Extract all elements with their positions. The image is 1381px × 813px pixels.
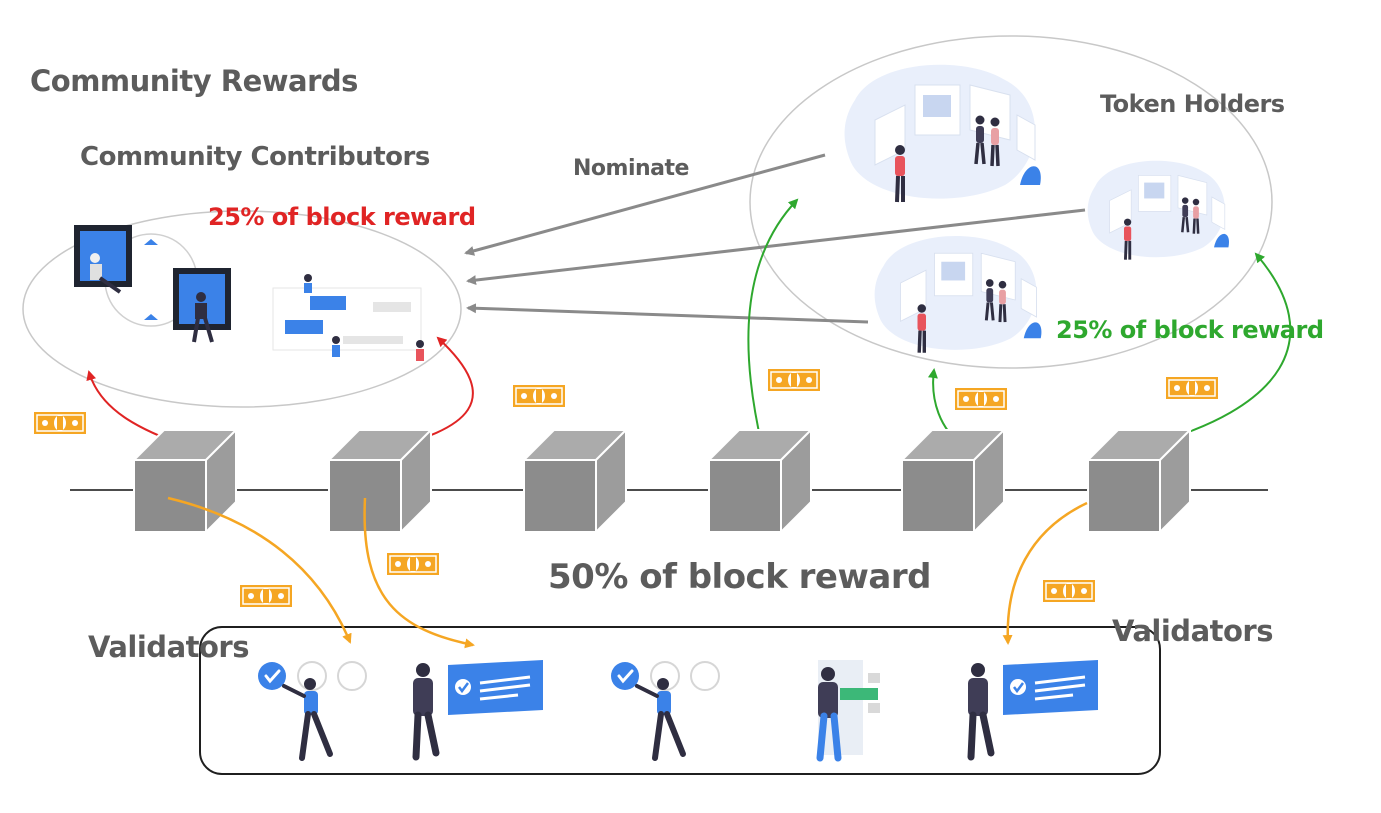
community-oval [22, 210, 462, 408]
token-holders-label: Token Holders [1100, 90, 1285, 118]
money-icon [1165, 376, 1219, 400]
validator-reward-arrow [363, 497, 475, 649]
validator-illustration [413, 660, 543, 757]
validator-illustration [258, 662, 366, 758]
token-holders-reward-label: 25% of block reward [1056, 316, 1324, 344]
block-cube-icon [523, 429, 627, 533]
validators-label-right: Validators [1112, 614, 1274, 648]
holder-reward-arrow [1146, 252, 1292, 446]
validator-reward-arrow [167, 496, 352, 644]
money-icon [239, 584, 293, 608]
validator-illustration [968, 660, 1098, 757]
block-cube-icon [133, 429, 237, 533]
community-reward-label: 25% of block reward [208, 203, 476, 231]
holder-reward-arrow [747, 198, 799, 447]
community-contributors-label: Community Contributors [80, 142, 430, 172]
money-icon [954, 387, 1008, 411]
block-cube-icon [901, 429, 1005, 533]
validators-label-left: Validators [88, 630, 250, 664]
validators-reward-label: 50% of block reward [548, 557, 931, 597]
token-holder-scene [872, 234, 1044, 355]
nominate-arrow [466, 303, 869, 324]
token-holder-scene [1086, 159, 1231, 262]
validator-illustration [816, 660, 880, 762]
money-icon [1042, 579, 1096, 603]
community-contributors-illustration [74, 225, 424, 361]
block-cube-icon [1087, 429, 1191, 533]
money-icon [512, 384, 566, 408]
nominate-arrow [464, 153, 826, 256]
token-holder-scene [842, 62, 1043, 204]
nominate-label: Nominate [573, 156, 689, 181]
validators-box [199, 626, 1161, 775]
token-holders-oval [749, 35, 1273, 369]
money-icon [767, 368, 821, 392]
block-cube-icon [708, 429, 812, 533]
money-icon [386, 552, 440, 576]
block-cube-icon [328, 429, 432, 533]
validator-reward-arrow [1002, 501, 1088, 645]
validator-illustration [611, 662, 719, 758]
money-icon [33, 411, 87, 435]
nominate-arrow [466, 208, 1086, 286]
page-title: Community Rewards [30, 64, 358, 98]
